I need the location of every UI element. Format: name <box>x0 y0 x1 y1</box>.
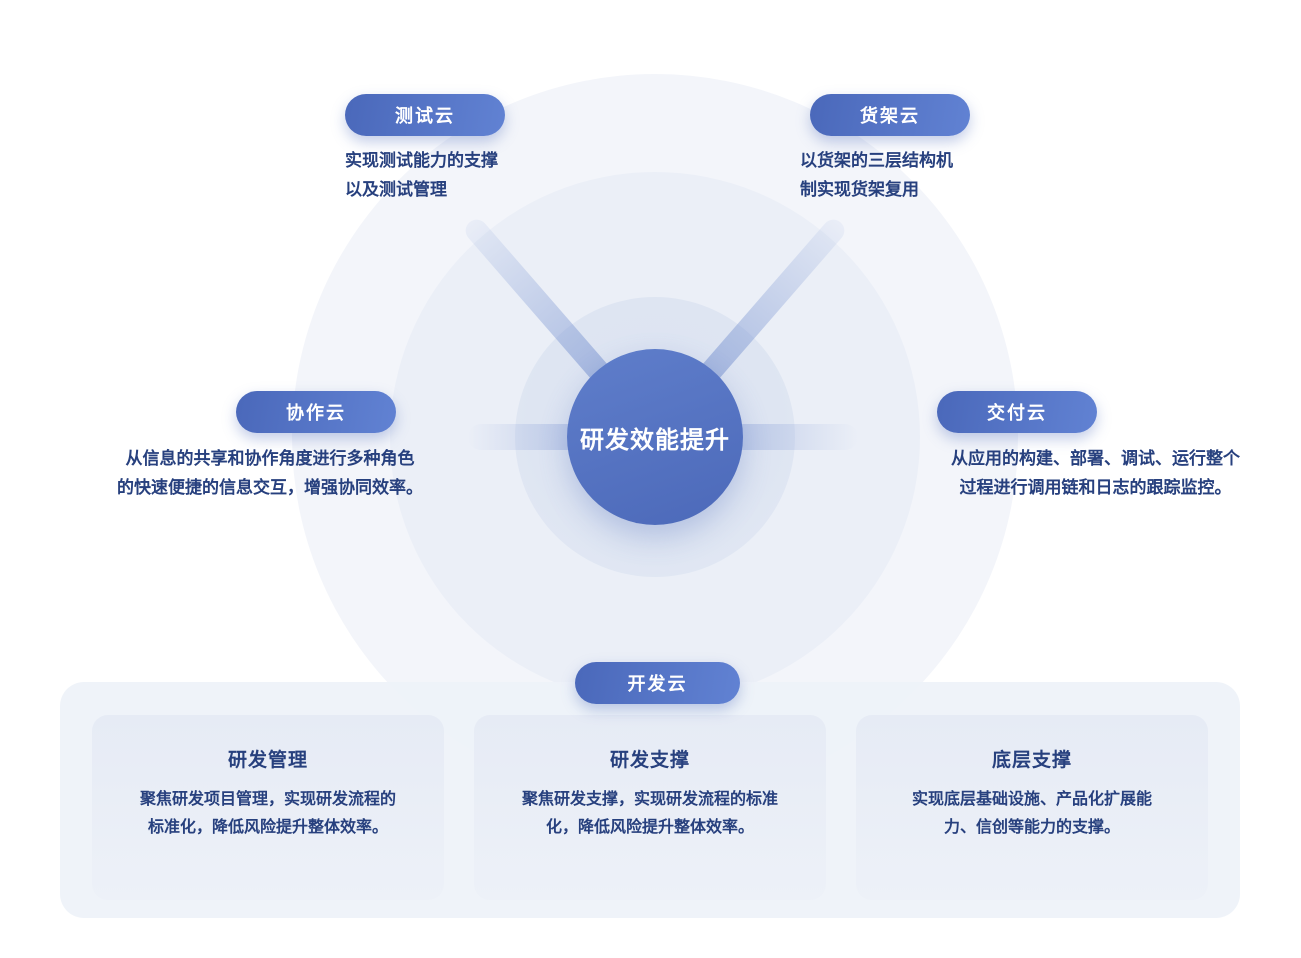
test-cloud-description: 实现测试能力的支撑 以及测试管理 <box>345 151 498 200</box>
card-underlying-support: 底层支撑 实现底层基础设施、产品化扩展能 力、信创等能力的支撑。 <box>856 715 1208 900</box>
card-description: 实现底层基础设施、产品化扩展能 力、信创等能力的支撑。 <box>911 791 1152 836</box>
delivery-cloud-description: 从应用的构建、部署、调试、运行整个 过程进行调用链和日志的跟踪监控。 <box>951 449 1240 498</box>
shelf-cloud-description: 以货架的三层结构机 制实现货架复用 <box>800 151 953 200</box>
center-node: 研发效能提升 <box>567 349 743 525</box>
card-title: 研发管理 <box>227 750 308 771</box>
card-description: 聚焦研发支撑，实现研发流程的标准 化，降低风险提升整体效率。 <box>521 791 778 836</box>
center-node-label: 研发效能提升 <box>580 426 730 454</box>
pill-shelf-cloud: 货架云 <box>810 94 970 136</box>
dev-cloud-panel: 研发管理 聚焦研发项目管理，实现研发流程的 标准化，降低风险提升整体效率。 研发… <box>60 682 1240 918</box>
card-rd-management: 研发管理 聚焦研发项目管理，实现研发流程的 标准化，降低风险提升整体效率。 <box>92 715 444 900</box>
card-title: 研发支撑 <box>609 750 690 771</box>
pill-dev-cloud: 开发云 <box>575 662 740 704</box>
card-description: 聚焦研发项目管理，实现研发流程的 标准化，降低风险提升整体效率。 <box>139 791 396 836</box>
connector-delivery-cloud <box>730 424 858 450</box>
connector-collab-cloud <box>468 424 583 450</box>
card-rd-support: 研发支撑 聚焦研发支撑，实现研发流程的标准 化，降低风险提升整体效率。 <box>474 715 826 900</box>
collaboration-cloud-description: 从信息的共享和协作角度进行多种角色 的快速便捷的信息交互，增强协同效率。 <box>117 449 423 498</box>
pill-delivery-cloud: 交付云 <box>937 391 1097 433</box>
card-title: 底层支撑 <box>991 750 1072 771</box>
pill-test-cloud: 测试云 <box>345 94 505 136</box>
pill-collaboration-cloud: 协作云 <box>236 391 396 433</box>
